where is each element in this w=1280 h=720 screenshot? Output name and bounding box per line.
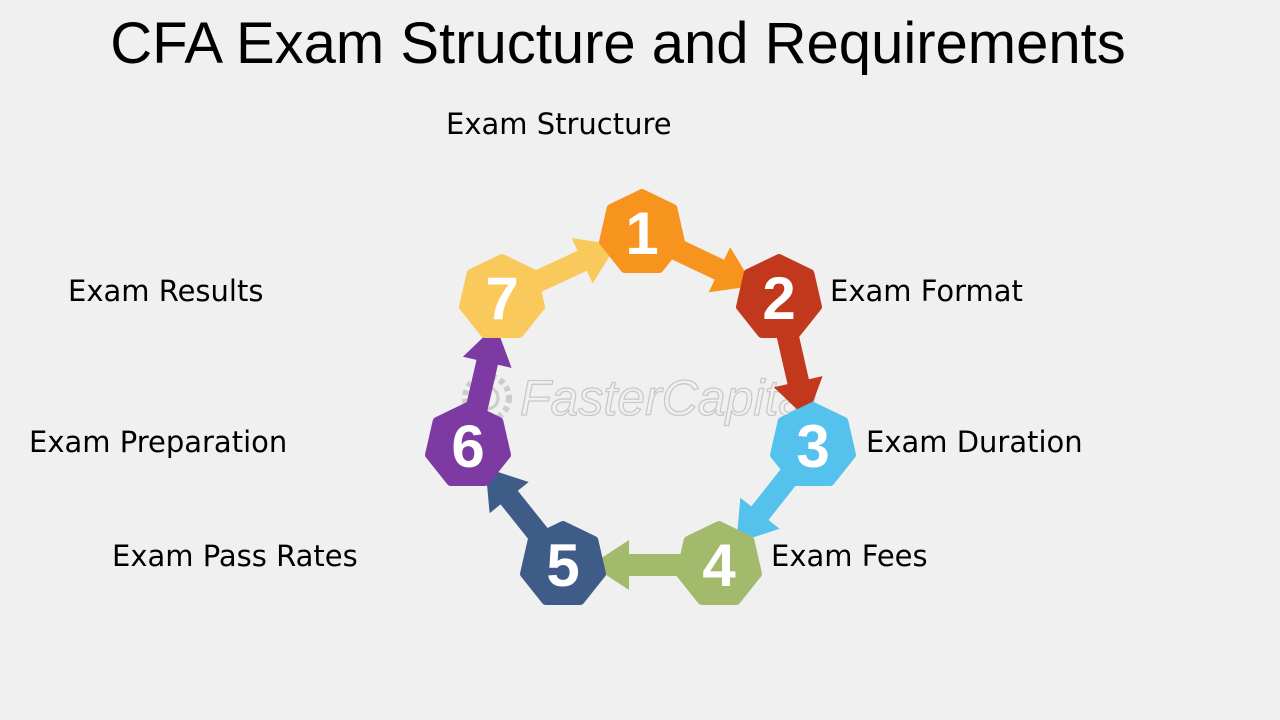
step-4-arrow xyxy=(591,540,701,590)
step-badge-shape xyxy=(676,521,762,605)
step-6-label: Exam Preparation xyxy=(29,425,288,459)
step-2-label: Exam Format xyxy=(830,274,1023,308)
step-7-badge: 7 xyxy=(459,254,545,338)
step-number: 6 xyxy=(451,413,484,480)
step-2-arrow xyxy=(772,313,823,419)
step-badge-shape xyxy=(459,254,545,338)
step-4-label: Exam Fees xyxy=(771,539,928,573)
step-5-label: Exam Pass Rates xyxy=(112,539,358,573)
step-3-label: Exam Duration xyxy=(866,425,1083,459)
step-badge-shape xyxy=(770,402,856,486)
step-number: 4 xyxy=(702,532,736,599)
step-1-label: Exam Structure xyxy=(446,107,672,141)
step-badge-shape xyxy=(736,254,822,338)
watermark-text: FasterCapital xyxy=(520,370,819,426)
step-7-label: Exam Results xyxy=(68,274,264,308)
step-number: 5 xyxy=(546,532,579,599)
step-number: 1 xyxy=(625,200,658,267)
step-2-badge: 2 xyxy=(736,254,822,338)
step-4-badge: 4 xyxy=(676,521,762,605)
step-number: 2 xyxy=(762,265,795,332)
watermark-logo: FasterCapital xyxy=(462,369,820,427)
page-title: CFA Exam Structure and Requirements xyxy=(110,11,1126,76)
step-badge-shape xyxy=(599,189,685,273)
step-number: 3 xyxy=(796,413,829,480)
step-number: 7 xyxy=(485,265,518,332)
step-6-badge: 6 xyxy=(425,402,511,486)
step-5-badge: 5 xyxy=(520,521,606,605)
step-badge-shape xyxy=(520,521,606,605)
step-1-badge: 1 xyxy=(599,189,685,273)
step-3-badge: 3 xyxy=(770,402,856,486)
step-badge-shape xyxy=(425,402,511,486)
